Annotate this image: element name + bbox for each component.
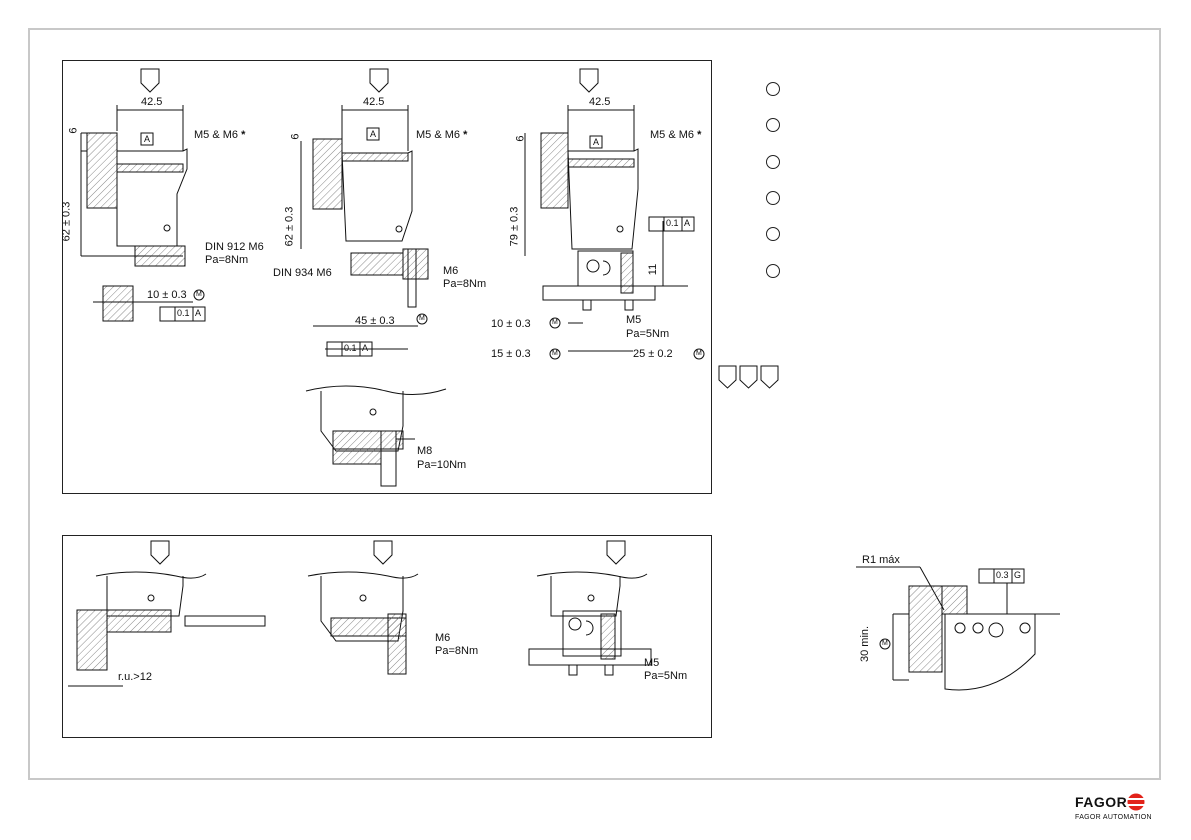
tol-value-1: 0.1: [177, 309, 190, 318]
m5-label: M5: [626, 315, 641, 326]
m6-label: M6: [443, 266, 458, 277]
detail-tol-datum: G: [1014, 571, 1021, 580]
legend-circle-3: [766, 155, 780, 169]
circled-m-3: M: [552, 319, 558, 326]
dim-height-3: 79 ± 0.3: [509, 207, 520, 247]
circled-m-2: M: [419, 315, 425, 322]
dim-10-1: 10 ± 0.3: [147, 290, 187, 301]
m8-torque: Pa=10Nm: [417, 460, 466, 471]
view-arrow-5: [374, 541, 392, 564]
screw-note-3: M5 & M6 *: [650, 130, 701, 141]
screw-note-2: M5 & M6 *: [416, 130, 467, 141]
drawing-4: [306, 386, 446, 486]
drawing-2: [301, 105, 428, 349]
bottom-m5-torque: Pa=5Nm: [644, 671, 687, 682]
din912-torque: Pa=8Nm: [205, 255, 248, 266]
view-arrow-2: [370, 69, 388, 92]
dim-six-1: 6: [69, 127, 80, 133]
dim-width-2: 42.5: [363, 97, 384, 108]
circled-m-1: M: [196, 291, 202, 298]
m8-label: M8: [417, 446, 432, 457]
tol-datum-2: A: [362, 344, 368, 353]
m5-torque: Pa=5Nm: [626, 329, 669, 340]
bottom-m5-label: M5: [644, 658, 659, 669]
logo-mark-icon: [1125, 793, 1147, 811]
bottom-panel-drawing: [63, 536, 713, 739]
legend-circle-4: [766, 191, 780, 205]
din912-label: DIN 912 M6: [205, 242, 264, 253]
fagor-logo: FAGOR FAGOR AUTOMATION: [1075, 794, 1155, 824]
mounting-panel-top: 42.5 42.5 42.5 6 6 6 A A A M5 & M6 * M5 …: [62, 60, 712, 494]
circled-m-5: M: [696, 350, 702, 357]
drawing-5: [68, 572, 265, 686]
tol-value-2: 0.1: [344, 344, 357, 353]
legend-circle-2: [766, 118, 780, 132]
drawing-6: [308, 572, 418, 674]
dim-25: 25 ± 0.2: [633, 349, 673, 360]
detail-tol-value: 0.3: [996, 571, 1009, 580]
dim-height-2: 62 ± 0.3: [284, 207, 295, 247]
mounting-panel-bottom: r.u.>12 M6 Pa=8Nm M5 Pa=5Nm: [62, 535, 712, 738]
drawing-7: [529, 572, 651, 675]
circled-m-4: M: [552, 350, 558, 357]
dim-45: 45 ± 0.3: [355, 316, 395, 327]
dim-15: 15 ± 0.3: [491, 349, 531, 360]
datum-label-1: A: [144, 135, 150, 144]
detail-radius: R1 máx: [862, 555, 900, 566]
bottom-m6-torque: Pa=8Nm: [435, 646, 478, 657]
ru-note: r.u.>12: [118, 672, 152, 683]
dim-11: 11: [648, 264, 659, 275]
tol-datum-1: A: [195, 309, 201, 318]
detail-circled-m: M: [882, 640, 888, 647]
dim-six-3: 6: [516, 135, 527, 141]
view-arrow-4: [151, 541, 169, 564]
legend-circle-6: [766, 264, 780, 278]
legend-circle-5: [766, 227, 780, 241]
view-arrow-3: [580, 69, 598, 92]
dim-width-3: 42.5: [589, 97, 610, 108]
logo-subtitle: FAGOR AUTOMATION: [1075, 814, 1152, 821]
logo-wordmark: FAGOR: [1075, 794, 1127, 810]
top-panel-drawing: [63, 61, 713, 495]
view-arrow-1: [141, 69, 159, 92]
din934-label: DIN 934 M6: [273, 268, 332, 279]
datum-label-3: A: [593, 138, 599, 147]
screw-note-1: M5 & M6 *: [194, 130, 245, 141]
view-arrow-6: [607, 541, 625, 564]
bottom-m6-label: M6: [435, 633, 450, 644]
tol-datum-3: A: [684, 219, 690, 228]
m6-torque: Pa=8Nm: [443, 279, 486, 290]
tol-value-3: 0.1: [666, 219, 679, 228]
dim-six-2: 6: [291, 133, 302, 139]
detail-min-dim: 30 min.: [860, 626, 871, 662]
dim-height-1: 62 ± 0.3: [61, 202, 72, 242]
dim-10-3: 10 ± 0.3: [491, 319, 531, 330]
legend-circle-1: [766, 82, 780, 96]
datum-label-2: A: [370, 130, 376, 139]
dim-width-1: 42.5: [141, 97, 162, 108]
